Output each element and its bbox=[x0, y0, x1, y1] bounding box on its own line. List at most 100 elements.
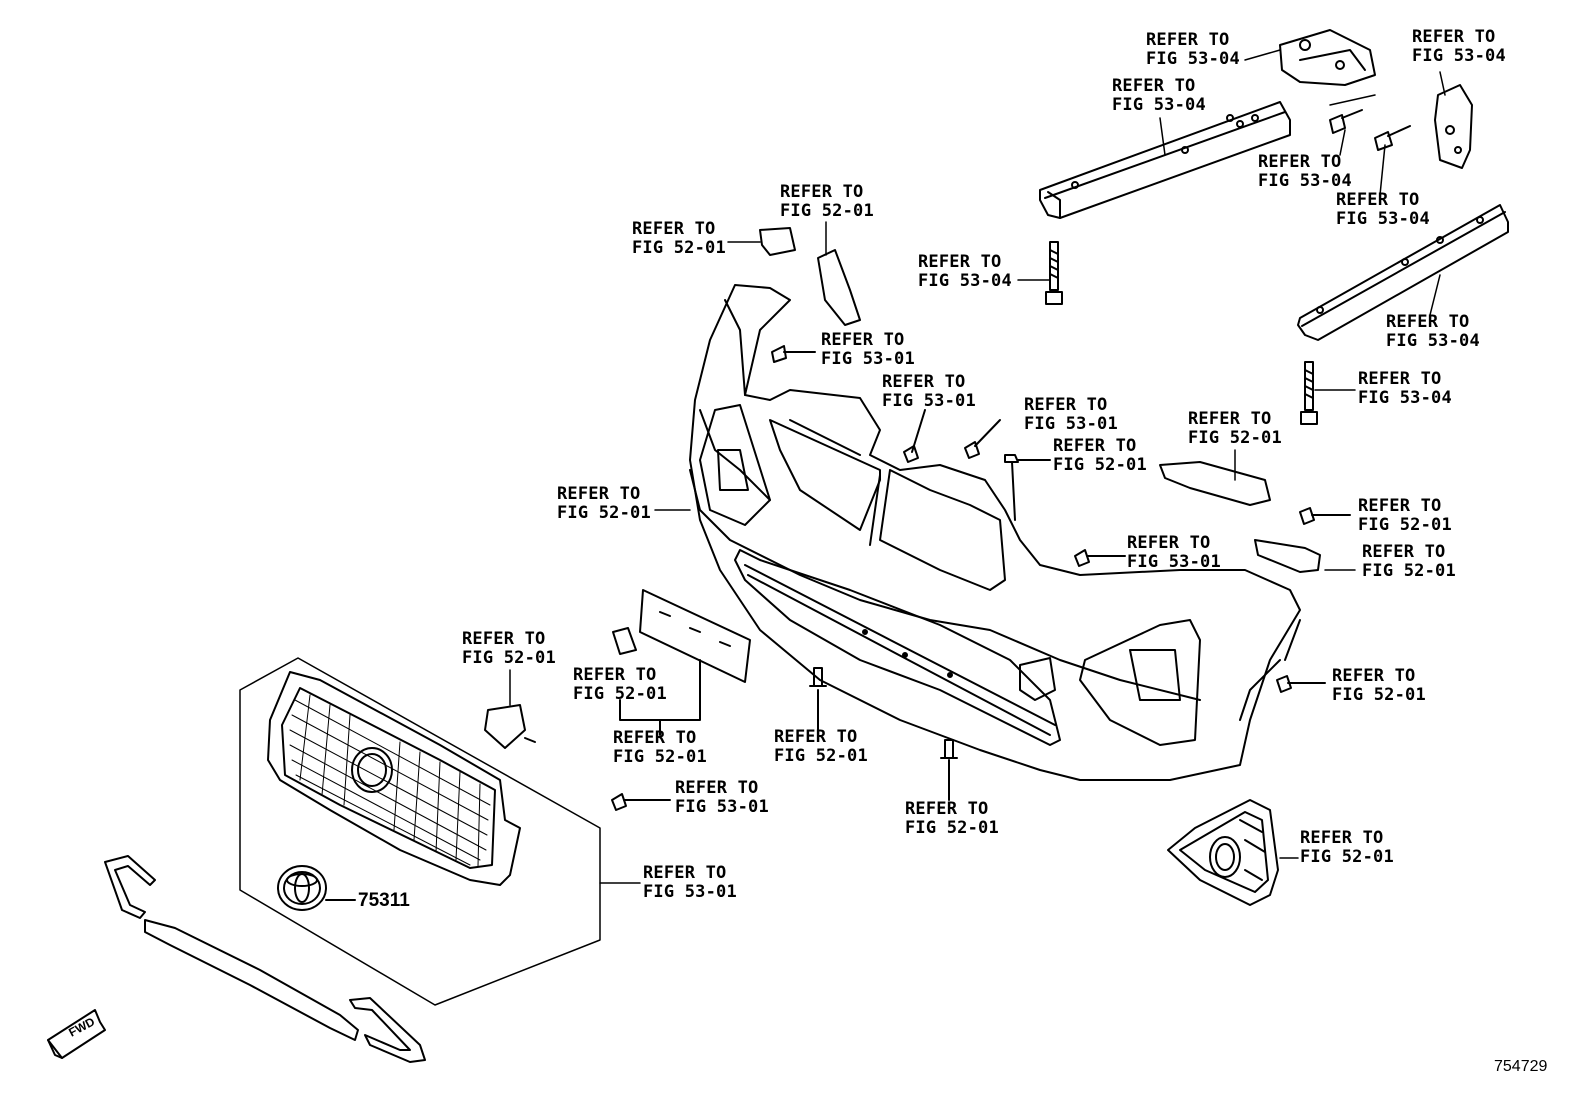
upper-support-bracket-right bbox=[1434, 84, 1473, 169]
radiator-grille bbox=[267, 671, 521, 886]
bracket-bolts bbox=[1329, 109, 1411, 151]
leader-lines-top bbox=[1017, 49, 1446, 391]
callout-line1: REFER TO bbox=[905, 799, 989, 819]
callout-line1: REFER TO bbox=[1362, 542, 1446, 562]
callout-line2: FIG 52-01 bbox=[462, 648, 556, 668]
callout-line2: FIG 52-01 bbox=[1358, 515, 1452, 535]
callout-line2: FIG 53-04 bbox=[918, 271, 1012, 291]
toyota-emblem bbox=[277, 865, 356, 911]
callout-line1: REFER TO bbox=[821, 330, 905, 350]
fog-lamp-cover bbox=[1167, 799, 1279, 906]
callout-line2: FIG 53-04 bbox=[1358, 388, 1452, 408]
callout-line1: REFER TO bbox=[918, 252, 1002, 272]
callout-line1: REFER TO bbox=[1053, 436, 1137, 456]
callout-line1: REFER TO bbox=[573, 665, 657, 685]
grille-group-box bbox=[239, 657, 641, 1006]
grille-mesh bbox=[289, 694, 491, 867]
callout-line1: REFER TO bbox=[462, 629, 546, 649]
illustration-number: 754729 bbox=[1494, 1058, 1548, 1075]
callout-line1: REFER TO bbox=[774, 727, 858, 747]
upper-support-bracket-left bbox=[1279, 29, 1376, 86]
callout-line1: REFER TO bbox=[1358, 496, 1442, 516]
callout-line1: REFER TO bbox=[1358, 369, 1442, 389]
support-rail-lower bbox=[1297, 204, 1509, 341]
callout-line1: REFER TO bbox=[1412, 27, 1496, 47]
long-bolt-right bbox=[1300, 361, 1318, 425]
callout-line2: FIG 53-04 bbox=[1112, 95, 1206, 115]
callout-line1: REFER TO bbox=[1332, 666, 1416, 686]
grille-moldings bbox=[104, 855, 426, 1063]
fwd-arrow-icon bbox=[47, 1009, 106, 1059]
callout-line2: FIG 52-01 bbox=[1053, 455, 1147, 475]
callout-line2: FIG 53-01 bbox=[882, 391, 976, 411]
callout-line2: FIG 53-01 bbox=[821, 349, 915, 369]
callout-line1: REFER TO bbox=[1258, 152, 1342, 172]
callout-line2: FIG 53-04 bbox=[1146, 49, 1240, 69]
long-bolt-left bbox=[1045, 241, 1063, 305]
callout-line1: REFER TO bbox=[882, 372, 966, 392]
side-garnish bbox=[484, 704, 536, 749]
callout-line2: FIG 53-01 bbox=[643, 882, 737, 902]
bumper-right-fog-opening bbox=[1079, 619, 1201, 746]
callout-line1: REFER TO bbox=[632, 219, 716, 239]
callout-line2: FIG 52-01 bbox=[1332, 685, 1426, 705]
callout-line2: FIG 52-01 bbox=[1300, 847, 1394, 867]
callout-line2: FIG 52-01 bbox=[905, 818, 999, 838]
callout-line1: REFER TO bbox=[780, 182, 864, 202]
bumper-retainer-brackets bbox=[759, 227, 1321, 701]
part-number-emblem: 75311 bbox=[358, 890, 410, 911]
callout-line2: FIG 53-04 bbox=[1386, 331, 1480, 351]
callout-line1: REFER TO bbox=[1024, 395, 1108, 415]
callout-line2: FIG 52-01 bbox=[573, 684, 667, 704]
callout-line1: REFER TO bbox=[675, 778, 759, 798]
callout-line2: FIG 52-01 bbox=[632, 238, 726, 258]
callout-line1: REFER TO bbox=[643, 863, 727, 883]
bumper-lower-grille bbox=[734, 549, 1061, 746]
callout-line1: REFER TO bbox=[1127, 533, 1211, 553]
leader-lines-main bbox=[509, 221, 1356, 859]
license-plate-bracket bbox=[612, 589, 751, 736]
callout-line1: REFER TO bbox=[1188, 409, 1272, 429]
callout-line1: REFER TO bbox=[613, 728, 697, 748]
callout-line1: REFER TO bbox=[557, 484, 641, 504]
bumper-upper-grille-opening bbox=[769, 419, 1006, 591]
callout-line2: FIG 52-01 bbox=[557, 503, 651, 523]
callout-line1: REFER TO bbox=[1386, 312, 1470, 332]
callout-line2: FIG 53-04 bbox=[1258, 171, 1352, 191]
callout-line2: FIG 52-01 bbox=[774, 746, 868, 766]
front-bumper-cover bbox=[689, 284, 1301, 781]
callout-line2: FIG 52-01 bbox=[1188, 428, 1282, 448]
support-rail-upper bbox=[1039, 101, 1291, 219]
callout-line1: REFER TO bbox=[1336, 190, 1420, 210]
callout-line1: REFER TO bbox=[1146, 30, 1230, 50]
callout-line1: REFER TO bbox=[1112, 76, 1196, 96]
